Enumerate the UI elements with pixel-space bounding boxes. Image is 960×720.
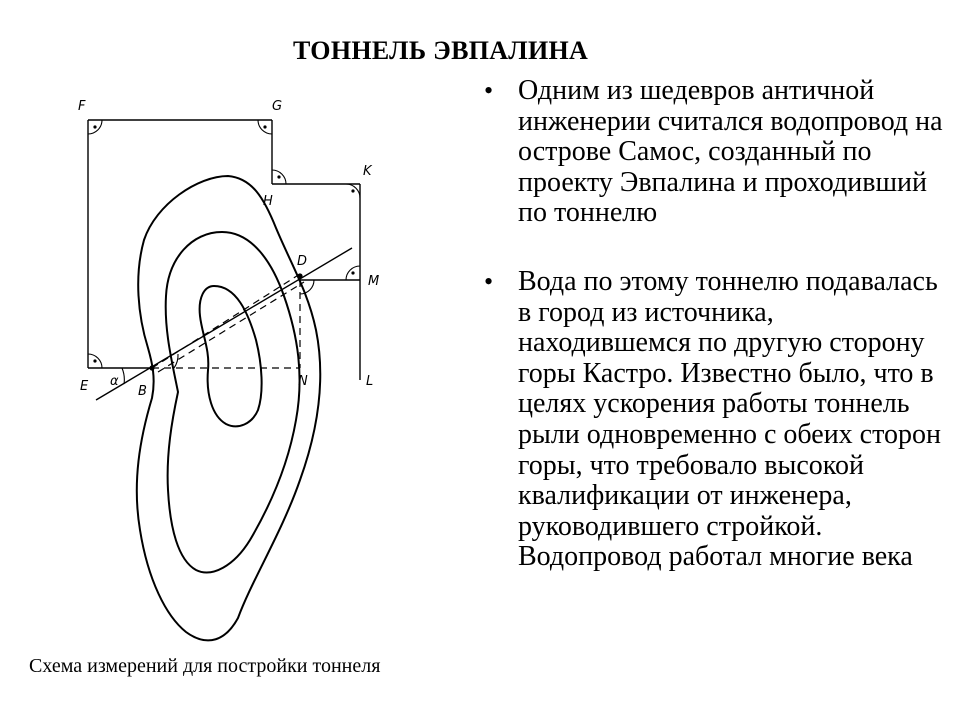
bullet-marker: •	[484, 76, 494, 105]
bullet-item: • Одним из шедевров античной инженерии с…	[478, 75, 948, 229]
label-L: L	[366, 374, 373, 389]
label-H: H	[263, 194, 273, 209]
bullet-item: • Вода по этому тоннелю подавалась в гор…	[478, 265, 948, 573]
bullet-marker: •	[484, 266, 494, 296]
label-M: M	[368, 274, 379, 289]
slide-title: ТОННЕЛЬ ЭВПАЛИНА	[293, 36, 589, 65]
label-F: F	[78, 99, 86, 114]
label-B: B	[138, 384, 147, 399]
figure-caption: Схема измерений для постройки тоннеля	[29, 655, 381, 677]
label-E: E	[80, 379, 89, 394]
label-K: K	[363, 164, 373, 179]
middle-contour	[164, 230, 301, 574]
label-D: D	[297, 254, 307, 269]
tunnel-line-2	[157, 281, 305, 373]
tunnel-line-1	[151, 273, 301, 369]
tunnel-diagram: F G H K D M E α B N L	[60, 85, 480, 645]
bullet-list: • Одним из шедевров античной инженерии с…	[478, 75, 948, 573]
label-alpha: α	[110, 374, 119, 389]
outer-contour	[135, 174, 322, 642]
label-G: G	[272, 99, 282, 114]
tunnel-diagram-svg: F G H K D M E α B N L	[78, 99, 379, 642]
label-N: N	[298, 374, 308, 389]
inner-contour	[198, 284, 263, 428]
sight-line	[95, 247, 353, 401]
bullet-text: Вода по этому тоннелю подавалась в город…	[518, 265, 941, 573]
bullet-text: Одним из шедевров античной инженерии счи…	[518, 75, 943, 229]
